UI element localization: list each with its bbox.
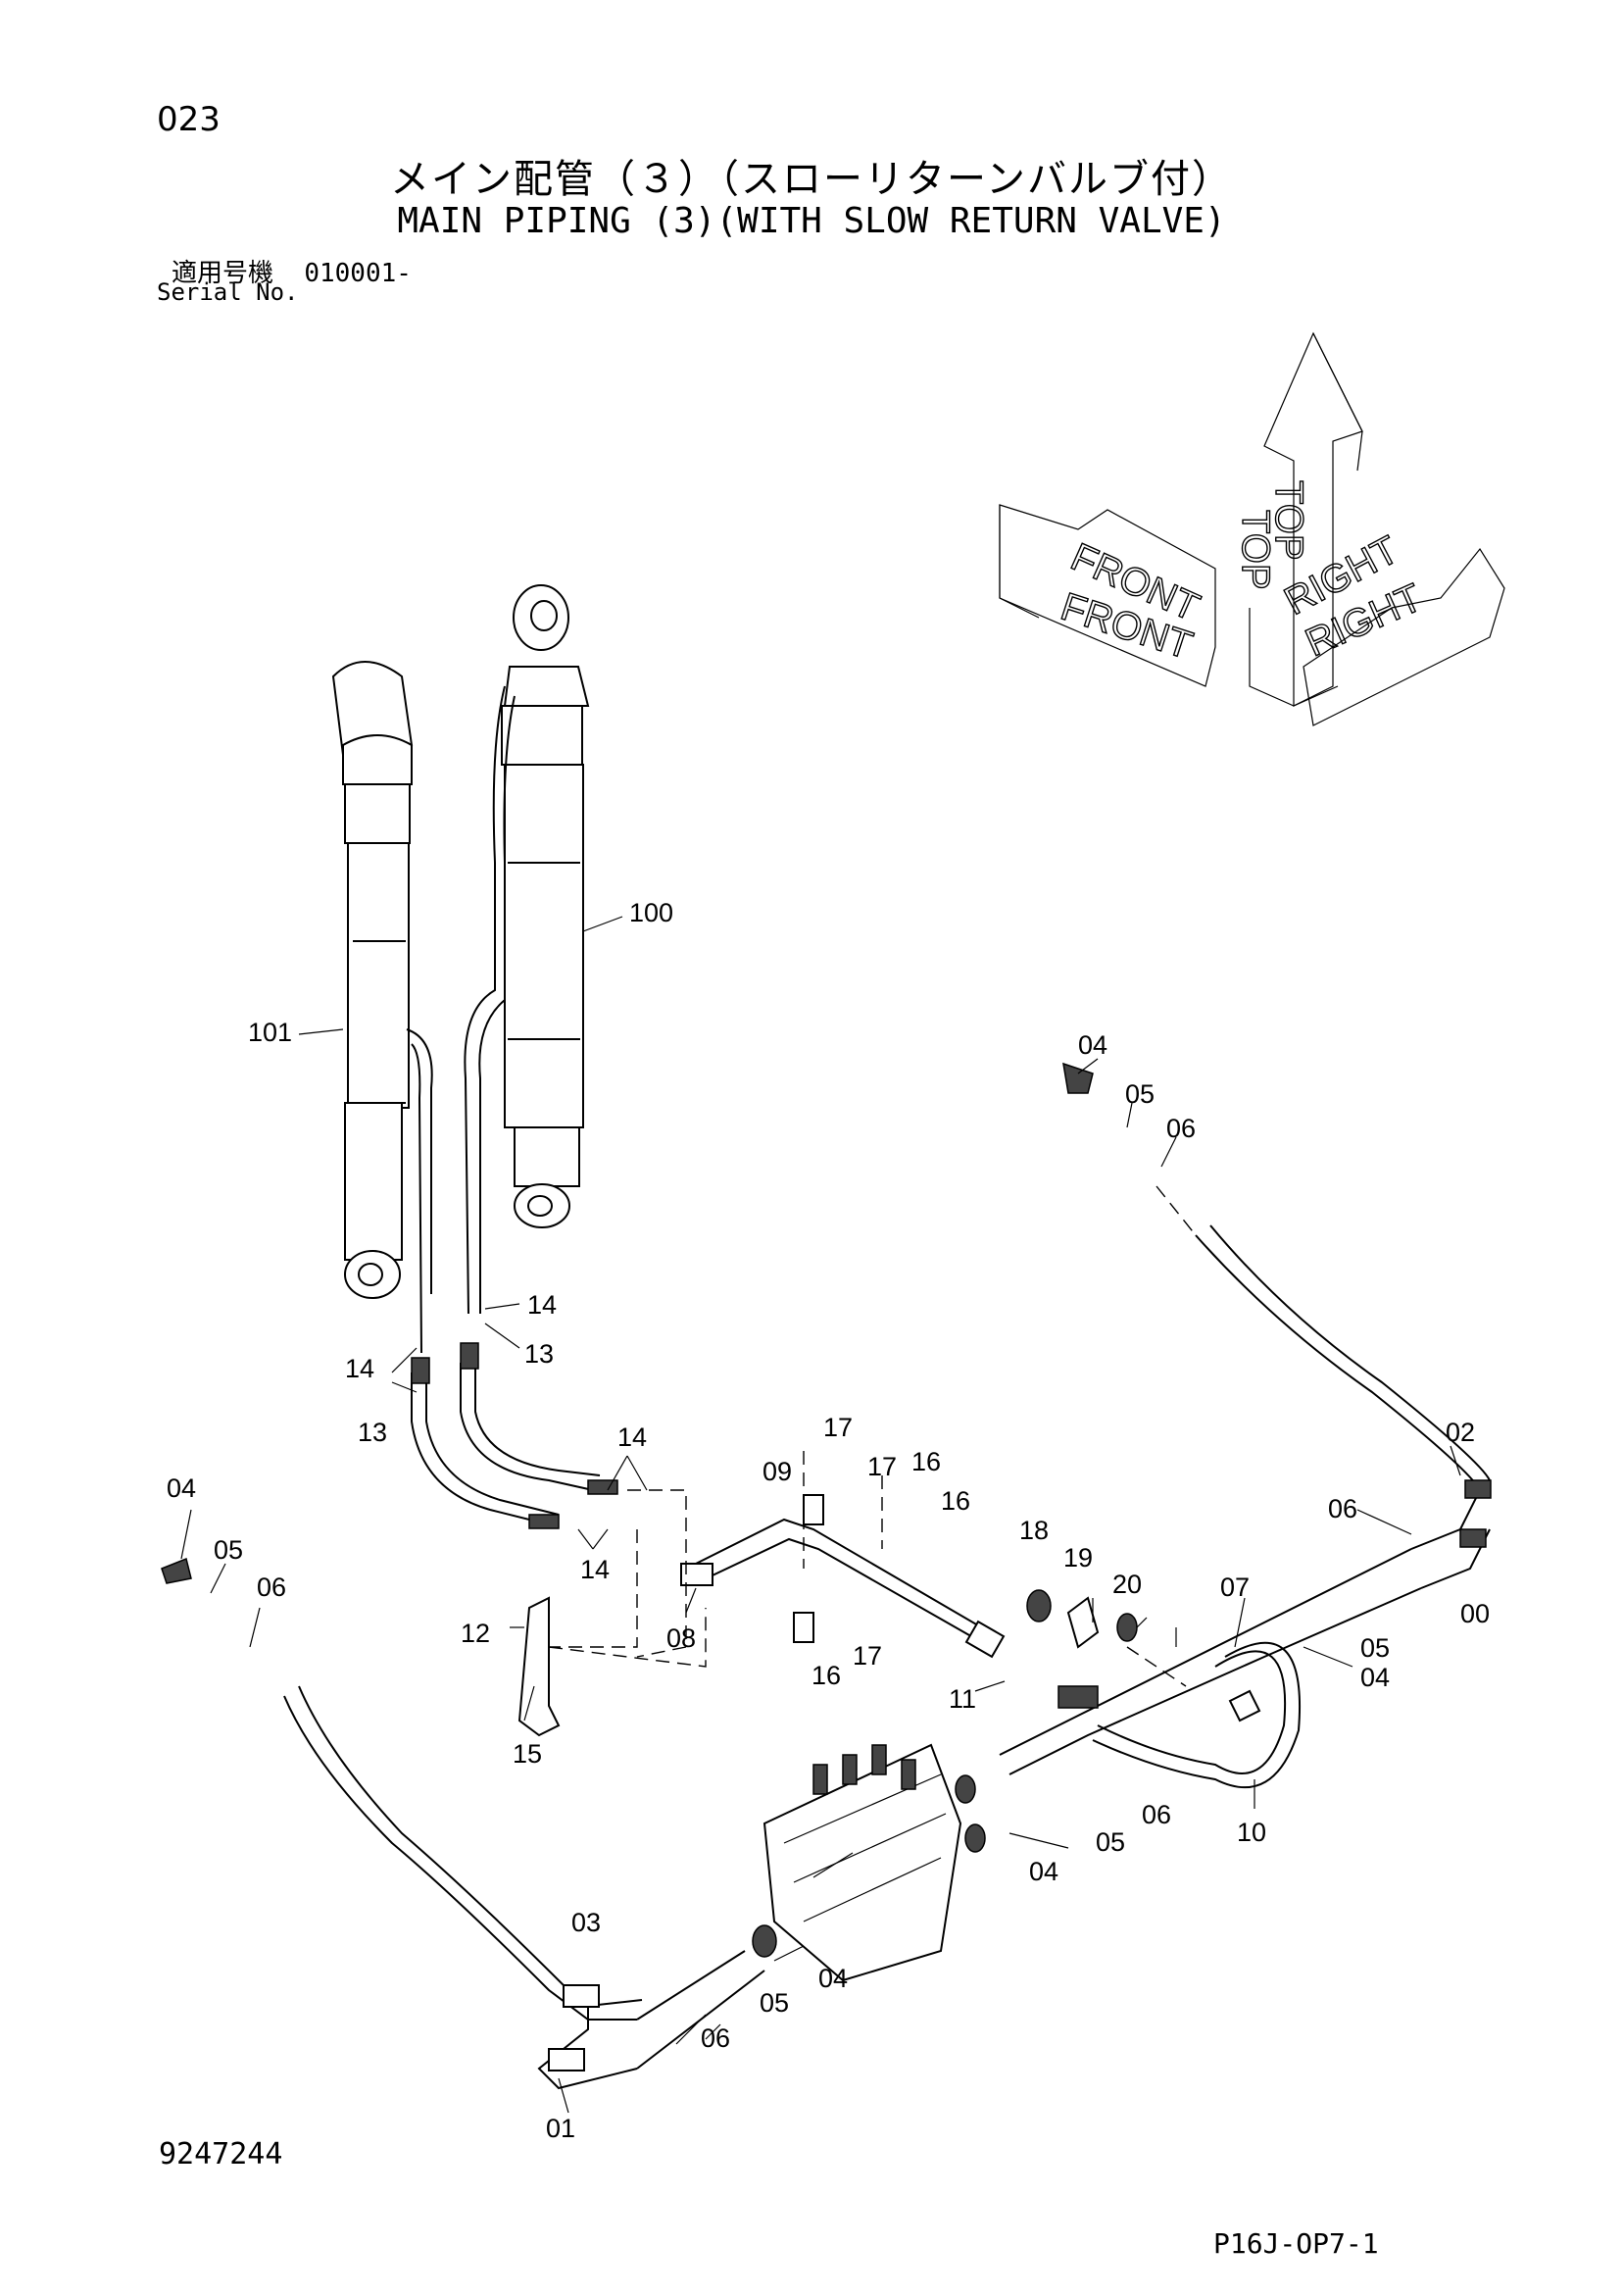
callout-19: 19 — [1063, 1543, 1093, 1572]
callout-101: 101 — [248, 1018, 292, 1047]
callout-05-left: 05 — [214, 1535, 243, 1565]
callout-labels: 100 101 04 05 06 14 13 14 13 14 14 17 17… — [167, 898, 1490, 2143]
serial-label-japanese: 適用号機 — [172, 259, 274, 288]
left-hoses — [161, 1557, 765, 2090]
callout-05-bottom: 05 — [760, 1988, 789, 2018]
callout-leaders — [180, 916, 1461, 2114]
callout-16-lower: 16 — [812, 1661, 841, 1690]
callout-04-bottom: 04 — [818, 1964, 848, 1993]
callout-00: 00 — [1460, 1599, 1490, 1628]
cylinder-100 — [464, 584, 590, 1315]
cylinder-hoses — [411, 1342, 618, 1529]
callout-14-upper-left: 14 — [345, 1354, 374, 1383]
control-valve-block — [752, 1743, 986, 1982]
callout-07: 07 — [1220, 1572, 1250, 1602]
cylinder-101 — [331, 661, 433, 1354]
serial-value: 010001- — [304, 259, 412, 288]
page-number: 023 — [157, 100, 221, 139]
orientation-indicator: TOP TOP FRONT FRONT RIGHT RIGHT — [999, 331, 1505, 726]
callout-17-top: 17 — [823, 1413, 853, 1442]
callout-05-top-right: 05 — [1125, 1079, 1155, 1109]
callout-14-middle: 14 — [617, 1423, 647, 1452]
callout-100: 100 — [629, 898, 673, 927]
callout-02: 02 — [1446, 1418, 1475, 1447]
callout-09: 09 — [762, 1457, 792, 1486]
callout-01: 01 — [546, 2114, 575, 2143]
hose-07-10 — [1057, 1641, 1301, 1789]
callout-11: 11 — [949, 1684, 976, 1714]
callout-16-right: 16 — [941, 1486, 970, 1516]
callout-14-upper-right: 14 — [527, 1290, 557, 1320]
callout-12: 12 — [461, 1619, 490, 1648]
orientation-top-label-shadow: TOP — [1234, 510, 1277, 590]
callout-17-right: 17 — [867, 1452, 897, 1481]
callout-04-left: 04 — [167, 1473, 196, 1503]
callout-06-center: 06 — [1142, 1800, 1171, 1829]
callout-06-bottom: 06 — [701, 2023, 730, 2053]
callout-05-center: 05 — [1096, 1827, 1125, 1857]
valve-piping-09 — [680, 1494, 1138, 1659]
page-title-english: MAIN PIPING (3)(WITH SLOW RETURN VALVE) — [397, 201, 1226, 241]
callout-10: 10 — [1237, 1818, 1266, 1847]
callout-13-upper-left: 13 — [358, 1418, 387, 1447]
callout-17-lower: 17 — [853, 1641, 882, 1671]
callout-16-top: 16 — [911, 1447, 941, 1476]
bracket-15 — [517, 1596, 561, 1737]
callout-06-right: 06 — [1328, 1494, 1357, 1523]
callout-06-top-right: 06 — [1166, 1114, 1196, 1143]
callout-15: 15 — [513, 1739, 542, 1769]
callout-04-top-right: 04 — [1078, 1030, 1107, 1060]
callout-13-upper-right: 13 — [524, 1339, 554, 1369]
orientation-top-label: TOP — [1267, 480, 1310, 561]
document-number: 9247244 — [159, 2137, 283, 2171]
callout-05-right: 05 — [1360, 1633, 1390, 1663]
callout-04-center: 04 — [1029, 1857, 1058, 1886]
page-title-japanese: メイン配管（３）（スローリターンバルブ付） — [390, 157, 1233, 202]
page-code: P16J-OP7-1 — [1213, 2227, 1379, 2260]
callout-04-right: 04 — [1360, 1663, 1390, 1692]
serial-range: 適用号機 010001- — [172, 253, 412, 289]
callout-03: 03 — [571, 1908, 601, 1937]
callout-14-lower: 14 — [580, 1555, 610, 1584]
callout-20: 20 — [1112, 1570, 1142, 1599]
callout-08: 08 — [666, 1623, 696, 1653]
callout-18: 18 — [1019, 1516, 1049, 1545]
right-hoses — [999, 1062, 1492, 1775]
leader-lines — [519, 1185, 1197, 1687]
callout-06-left: 06 — [257, 1572, 286, 1602]
serial-label-english: Serial No. — [157, 278, 299, 306]
